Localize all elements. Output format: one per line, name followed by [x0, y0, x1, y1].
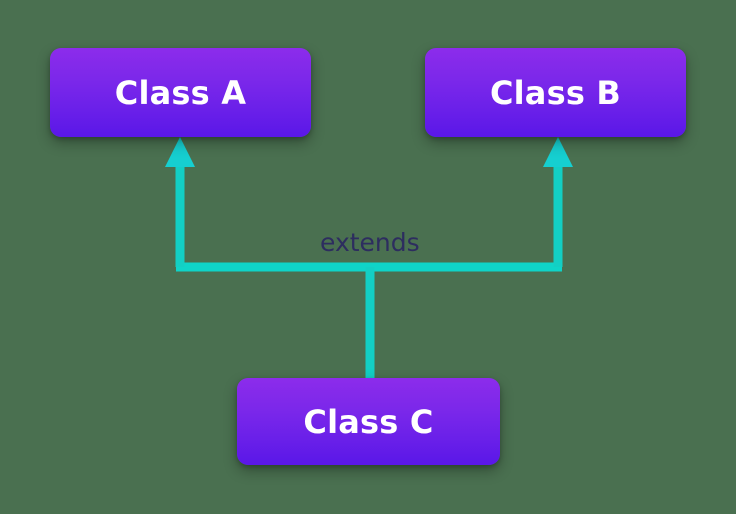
edge-label-extends: extends [320, 228, 420, 257]
class-node-class-a[interactable]: Class A [50, 48, 311, 137]
class-node-label: Class A [114, 73, 247, 112]
connector-right-branch [553, 150, 563, 267]
class-node-class-c[interactable]: Class C [237, 378, 500, 465]
class-node-class-b[interactable]: Class B [425, 48, 686, 137]
arrowhead-to-class-b-icon [543, 137, 573, 167]
connector-left-branch [175, 150, 185, 267]
class-node-label: Class B [489, 73, 622, 112]
class-node-label: Class C [303, 402, 434, 441]
connector-center-stem [365, 267, 375, 380]
arrowhead-to-class-a-icon [165, 137, 195, 167]
